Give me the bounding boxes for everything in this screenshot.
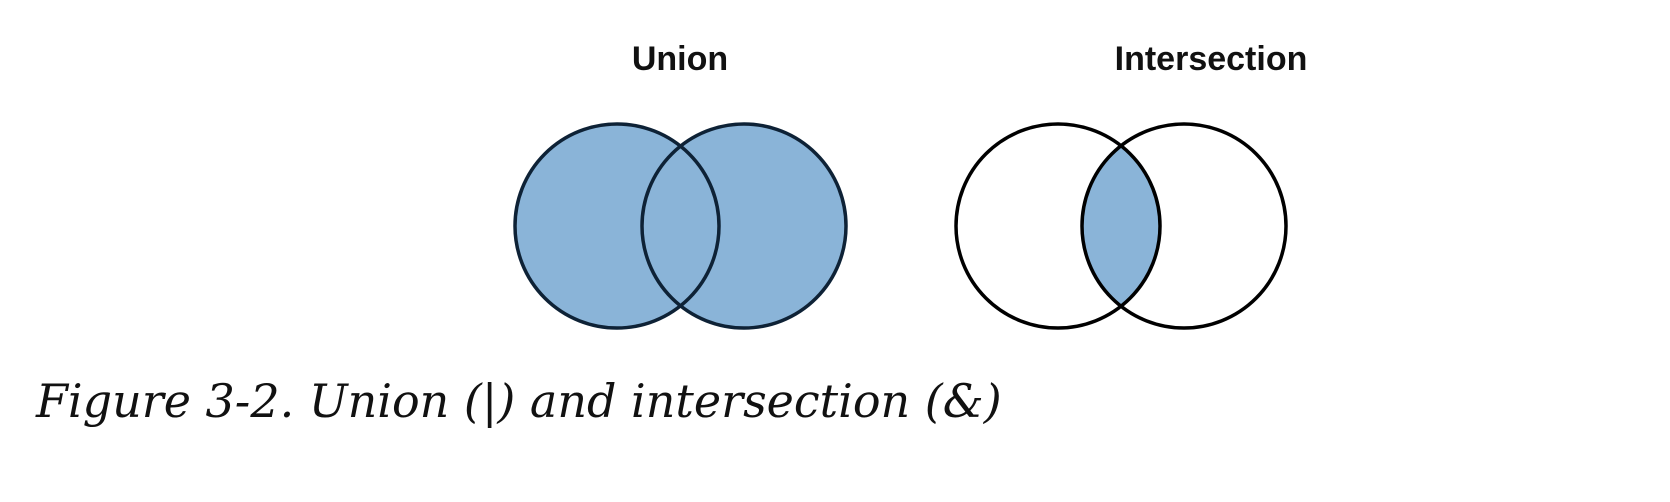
union-circle-b-outline xyxy=(640,122,848,330)
figure-caption: Figure 3-2. Union (|) and intersection (… xyxy=(36,374,1002,428)
intersection-diagram: Intersection xyxy=(954,40,1308,330)
intersection-overlap-fill xyxy=(1082,124,1160,328)
intersection-circle-a-outline xyxy=(954,122,1162,330)
union-title: Union xyxy=(632,40,728,78)
union-circle-a-outline xyxy=(513,122,721,330)
union-diagram: Union xyxy=(513,40,848,330)
union-circle-b-fill xyxy=(642,124,846,328)
intersection-title: Intersection xyxy=(1115,40,1308,78)
intersection-circle-b-outline xyxy=(1080,122,1288,330)
